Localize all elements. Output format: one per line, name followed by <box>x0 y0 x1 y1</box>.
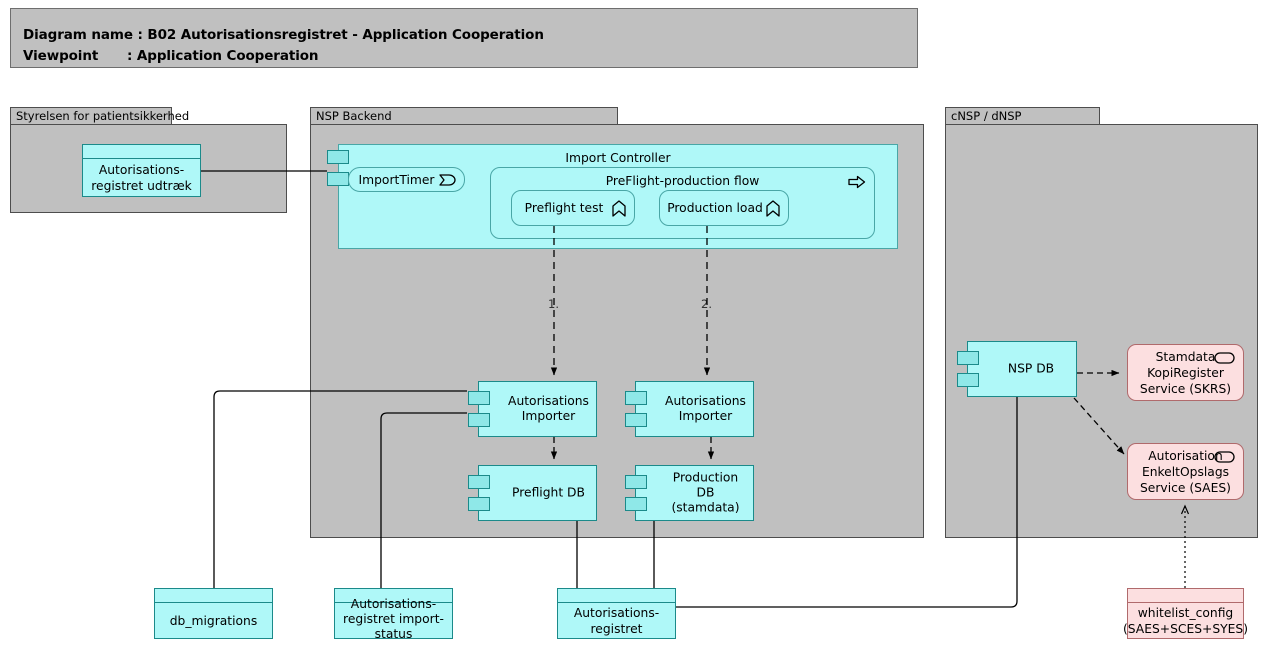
component-tab-top <box>468 391 490 405</box>
group-styrelsen-label: Styrelsen for patientsikkerhed <box>16 109 190 123</box>
application-service-icon <box>1214 451 1235 463</box>
viewpoint-value: Application Cooperation <box>136 48 319 64</box>
node-nsp-db[interactable]: NSP DB <box>957 341 1077 397</box>
viewpoint-line: Viewpoint: Application Cooperation <box>23 48 319 64</box>
application-event-icon <box>439 173 457 187</box>
node-label: Import Controller <box>565 151 671 165</box>
node-autorisationsregistret[interactable]: Autorisations-registret <box>557 588 676 639</box>
node-autorisationsregistret-udtraek[interactable]: Autorisations-registret udtræk <box>82 144 201 197</box>
import-controller-tab-bottom <box>327 172 349 186</box>
node-db-migrations[interactable]: db_migrations <box>154 588 273 639</box>
component-tab-bottom <box>468 413 490 427</box>
group-cnsp-dnsp-tab: cNSP / dNSP <box>945 107 1100 124</box>
node-label: whitelist_config(SAES+SCES+SYES) <box>1122 605 1249 636</box>
component-tab-bottom <box>625 413 647 427</box>
node-label: Production load <box>667 201 763 215</box>
node-autorisationsregistret-import-status[interactable]: Autorisations-registret import-status <box>334 588 453 641</box>
component-tab-bottom <box>468 497 490 511</box>
diagram-title-banner: Diagram name : B02 Autorisationsregistre… <box>10 8 918 68</box>
node-production-db[interactable]: Production DB(stamdata) <box>625 465 754 521</box>
viewpoint-key: Viewpoint <box>23 48 99 64</box>
application-service-icon <box>1214 352 1235 364</box>
node-production-load[interactable]: Production load <box>659 190 789 226</box>
component-tab-top <box>957 351 979 365</box>
group-cnsp-dnsp-label: cNSP / dNSP <box>951 109 1022 123</box>
group-styrelsen-tab: Styrelsen for patientsikkerhed <box>10 107 189 124</box>
import-controller-tab-top <box>327 150 349 164</box>
component-tab-top <box>468 475 490 489</box>
data-object-header-strip <box>83 145 200 159</box>
data-object-header-strip <box>335 589 452 603</box>
diagram-name-value: B02 Autorisationsregistret - Application… <box>147 27 544 43</box>
data-object-header-strip <box>1128 589 1243 603</box>
component-tab-bottom <box>625 497 647 511</box>
data-object-header-strip <box>558 589 675 603</box>
node-whitelist-config[interactable]: whitelist_config(SAES+SCES+SYES) <box>1122 588 1249 639</box>
node-preflight-test[interactable]: Preflight test <box>511 190 635 226</box>
node-label: Autorisations-registret import-status <box>343 597 444 641</box>
flow-step-2-label: 2. <box>701 297 712 311</box>
diagram-name-key: Diagram name : <box>23 27 148 43</box>
viewpoint-sep: : <box>127 48 137 64</box>
node-label: NSP DB <box>1007 361 1055 376</box>
node-label: ImportTimer <box>358 172 435 187</box>
component-tab-top <box>625 475 647 489</box>
node-label: Preflight test <box>524 201 604 215</box>
application-function-icon <box>765 200 781 217</box>
group-nsp-backend-tab: NSP Backend <box>310 107 618 124</box>
node-preflight-db[interactable]: Preflight DB <box>468 465 597 521</box>
component-tab-top <box>625 391 647 405</box>
application-function-icon <box>611 200 627 217</box>
node-label: Autorisations-registret udtræk <box>91 162 192 193</box>
node-label: PreFlight-production flow <box>605 174 760 188</box>
data-object-header-strip <box>155 589 272 603</box>
component-tab-bottom <box>957 373 979 387</box>
node-label: Autorisations-registret <box>573 605 660 636</box>
node-label: Production DB(stamdata) <box>671 470 740 515</box>
diagram-name-line: Diagram name : B02 Autorisationsregistre… <box>23 27 544 43</box>
flow-step-1-label: 1. <box>548 297 559 311</box>
node-label: Preflight DB <box>512 485 585 500</box>
node-import-timer[interactable]: ImportTimer <box>348 167 465 192</box>
application-process-icon <box>848 175 866 189</box>
group-nsp-backend-label: NSP Backend <box>316 109 392 123</box>
node-label: db_migrations <box>169 613 258 628</box>
